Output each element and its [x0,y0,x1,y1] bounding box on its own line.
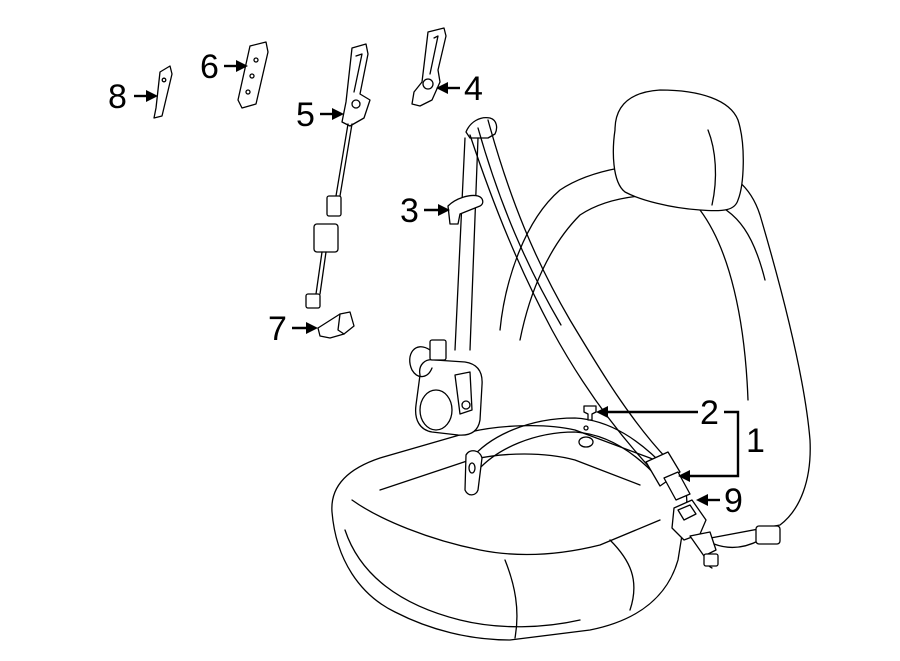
seat-cushion [331,425,688,641]
buckle-assembly-part [305,43,371,309]
height-adjuster-slot [429,35,439,75]
seat-cushion-side [609,539,635,611]
seat-back-side-line [699,209,749,401]
buckle-cable-2 [339,123,353,197]
arrow-6 [236,60,248,72]
callout-1: 1 [746,422,765,460]
bracket-part [317,311,355,339]
bracket-bend [337,313,345,335]
headrest-edge [707,129,717,206]
floor-anchor-nut [578,436,594,448]
shoulder-webbing-upper [487,119,669,461]
height-adjuster-icon [411,27,447,107]
seat-buckle-part [671,499,781,569]
trim-cover-hole [161,77,167,83]
retractor-connector [429,339,447,361]
callout-3: 3 [400,192,419,230]
leader-1 [684,410,740,478]
retractor-bracket [454,371,473,415]
seat-cushion-bolster [504,559,518,639]
buckle-screw [351,99,361,109]
lap-webbing-inner [477,431,661,481]
shoulder-webbing-fold [477,127,562,326]
cover-plate-hole-2 [249,73,255,79]
harness-connector-large [755,525,781,545]
buckle-slot [353,53,363,93]
cover-plate-hole-1 [253,57,259,63]
lap-webbing-outer [469,417,669,471]
buckle-wire-2 [319,251,327,295]
callout-2: 2 [700,394,719,432]
guide-clip-part [447,194,484,225]
retractor-cable-loop [409,346,433,378]
cover-plate-part [237,41,269,109]
retractor-spool [419,389,453,431]
callout-5: 5 [296,96,315,134]
vertical-webbing-right [469,137,479,351]
callout-9: 9 [724,482,743,520]
arrow-9 [696,494,708,506]
vertical-webbing-left [454,137,466,351]
callout-7: 7 [268,310,287,348]
seat-buckle-harness [713,539,761,549]
lap-anchor-hole [468,462,476,474]
bolt-icon [583,405,597,421]
height-adjuster-part [411,27,447,107]
callout-leaders [134,60,740,506]
seat-cushion-front-seam [344,529,581,628]
seat-back-inner-line [519,194,766,341]
arrow-3 [438,204,450,216]
seat-back [499,163,811,541]
seat-drawing [331,89,811,641]
arrow-2 [596,406,608,418]
seat-cushion-top-edge [351,499,661,556]
retractor-bolt [461,400,471,410]
arrow-4 [436,82,448,94]
buckle-sensor-body [313,223,339,253]
floor-anchor-hole [583,425,589,431]
cover-plate-hole-3 [245,89,251,95]
trim-cover-part [153,65,173,119]
buckle-sensor [326,195,342,217]
latch-plate [663,471,691,501]
seat-belt-assembly [409,116,691,501]
callout-8: 8 [108,78,127,116]
guide-clip-icon [447,194,484,225]
callout-4: 4 [464,70,483,108]
harness-connector-small [703,553,719,567]
arrow-1 [678,470,690,482]
bolt-part [583,405,597,421]
buckle-connector [305,293,321,309]
seat-buckle-base [689,531,717,557]
height-adjuster-knob [422,78,434,90]
callout-numbers: 1 2 3 4 5 6 7 8 9 [108,48,765,520]
bracket-icon [317,311,355,339]
seat-buckle-slot [677,504,697,521]
arrow-7 [306,322,318,334]
arrow-8 [146,90,158,102]
buckle-wire [315,251,323,295]
buckle-cable [335,123,349,197]
callout-6: 6 [200,48,219,86]
headrest [612,89,744,212]
arrow-5 [332,108,344,120]
trim-cover-icon [153,65,173,119]
